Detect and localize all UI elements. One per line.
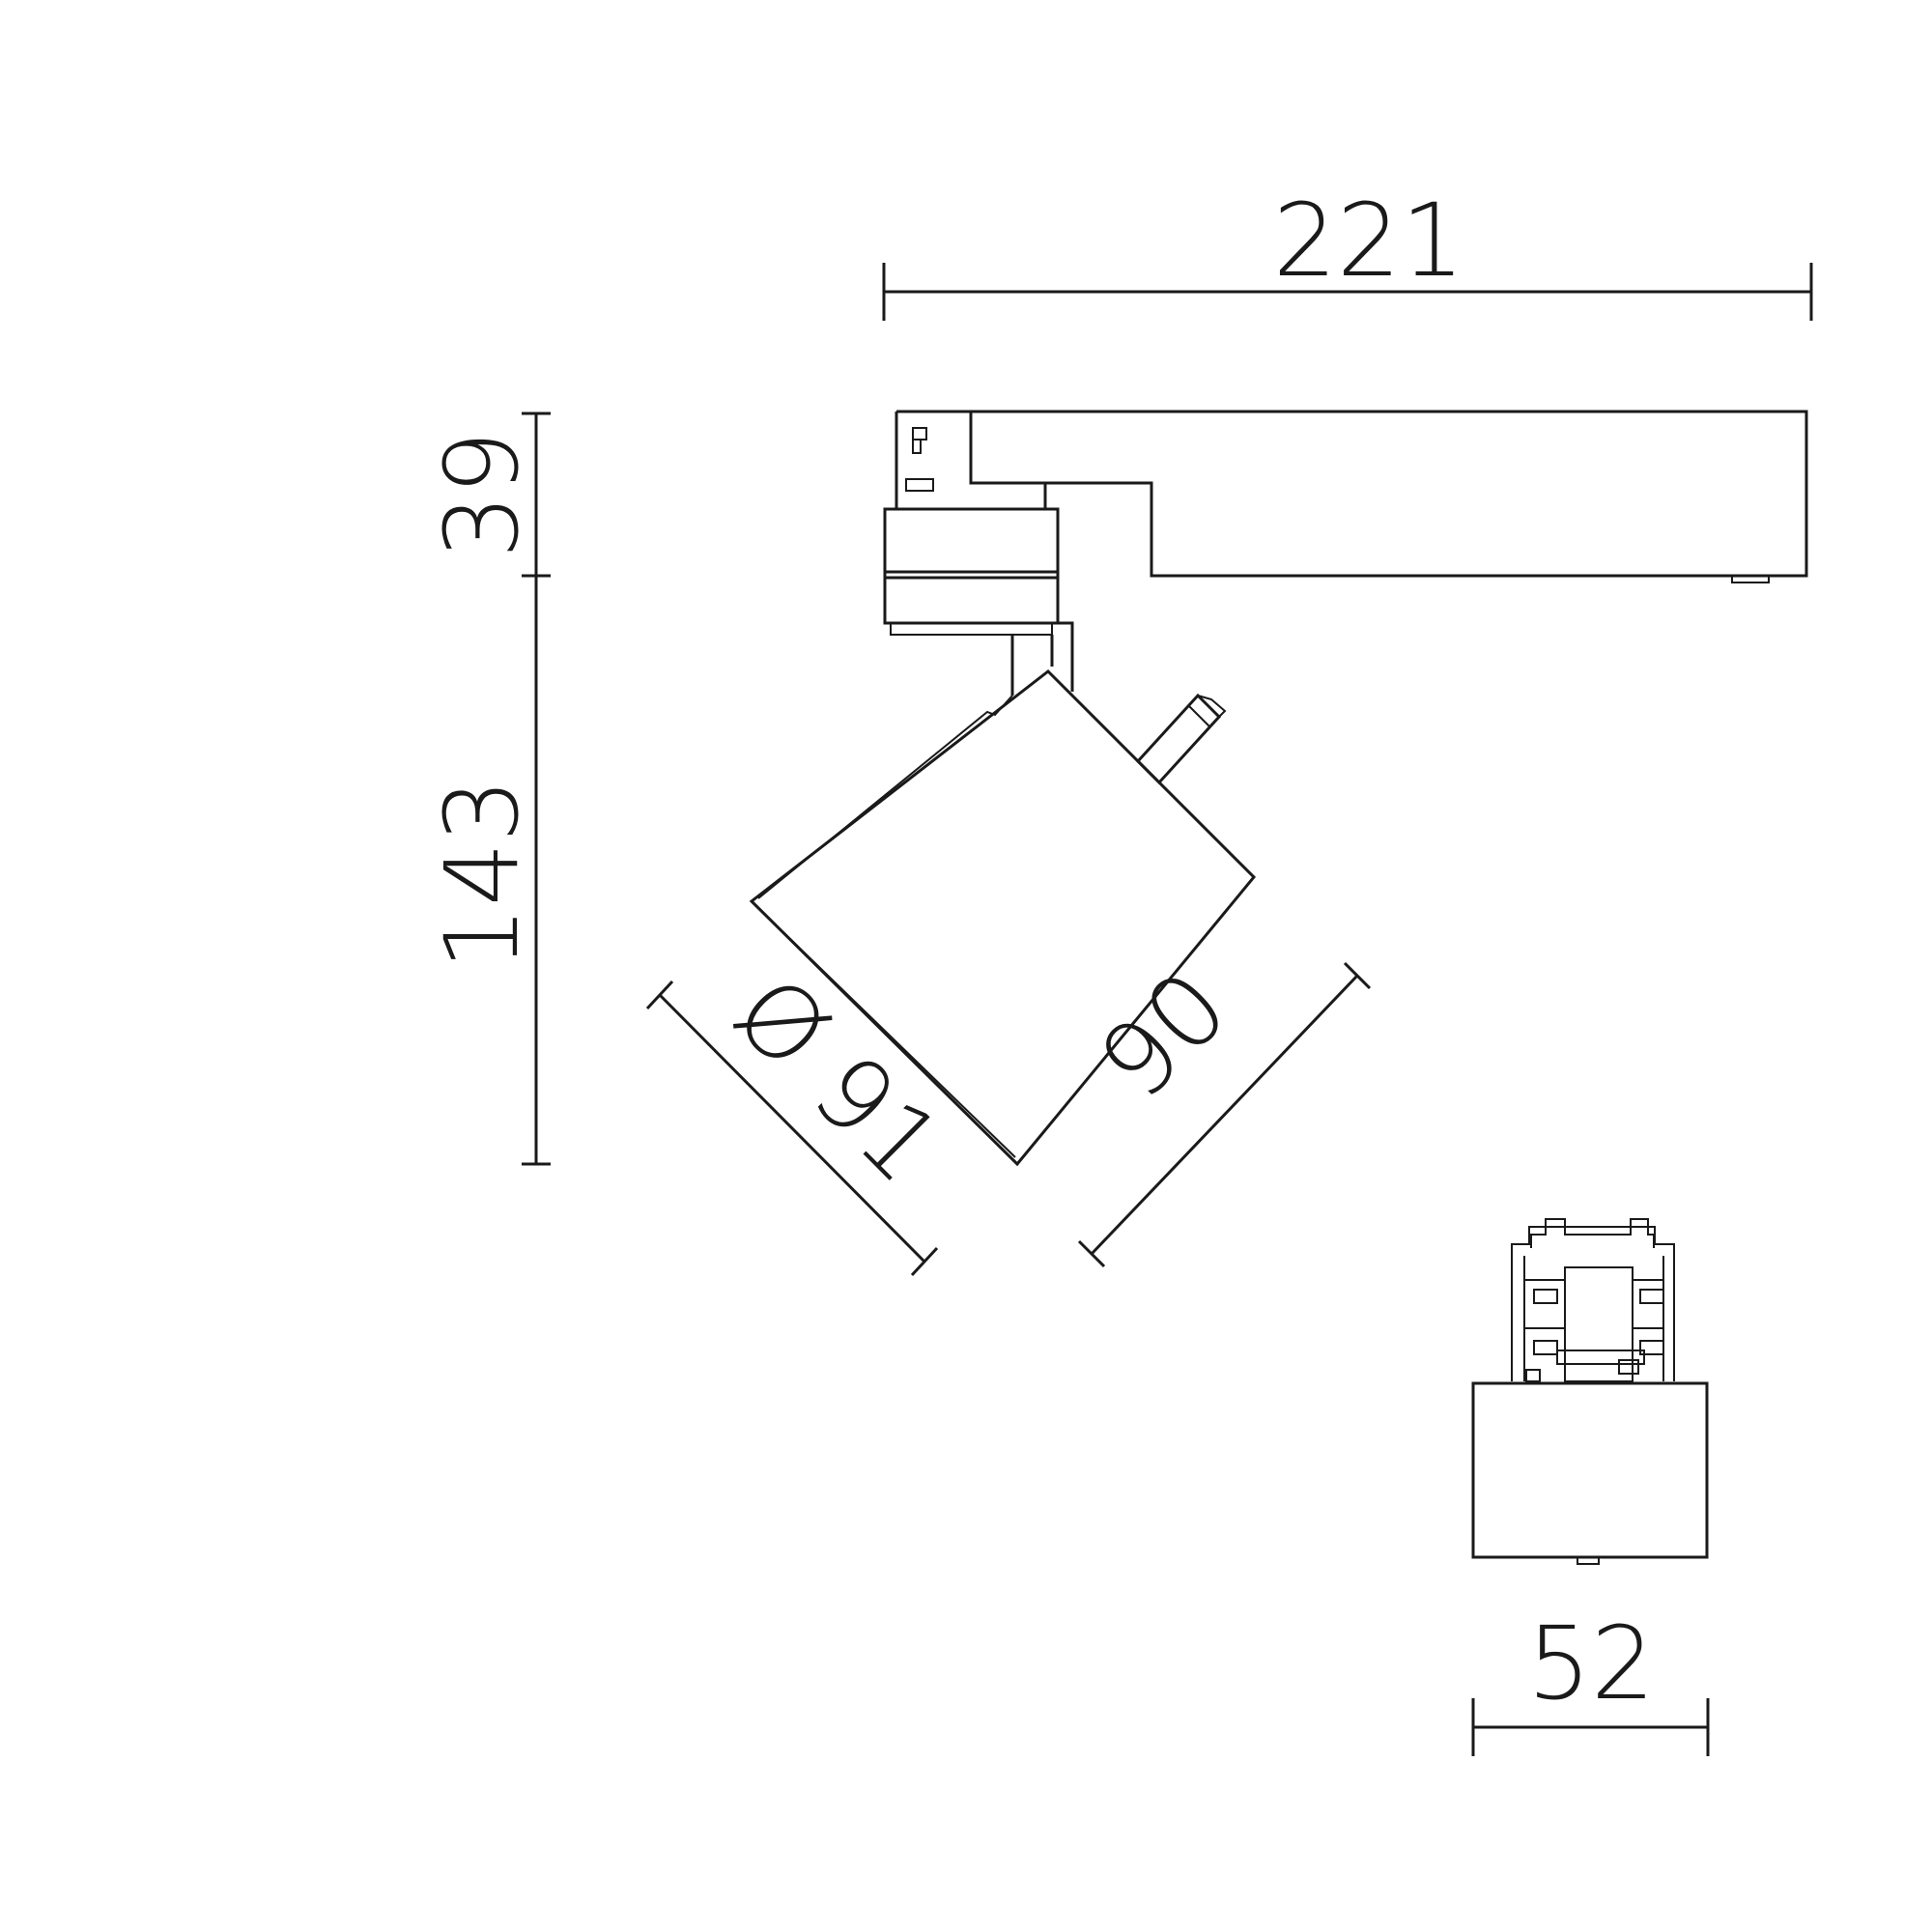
dimension-label-39: 39: [423, 431, 541, 558]
dimension-end-width: 52: [1471, 1605, 1710, 1756]
spotlight-head: [749, 669, 1257, 1167]
dimension-label-90: 90: [1077, 949, 1251, 1122]
dimension-label-143: 143: [423, 779, 541, 971]
dimension-width-total: 221: [882, 182, 1813, 321]
dimension-label-221: 221: [1273, 182, 1465, 299]
dimension-height: 39 143: [423, 412, 551, 1166]
adjustment-knob: [1135, 693, 1227, 785]
track-arm: [969, 410, 1808, 583]
dimension-label-diameter: Ø 91: [712, 953, 964, 1206]
mount-stem: [1010, 621, 1074, 696]
track-adapter: [883, 410, 1060, 636]
dimension-diameter: Ø 91: [645, 953, 964, 1277]
dimension-label-52: 52: [1527, 1605, 1655, 1722]
dimension-head-length: 90: [1077, 949, 1372, 1268]
end-view: [1471, 1218, 1709, 1565]
